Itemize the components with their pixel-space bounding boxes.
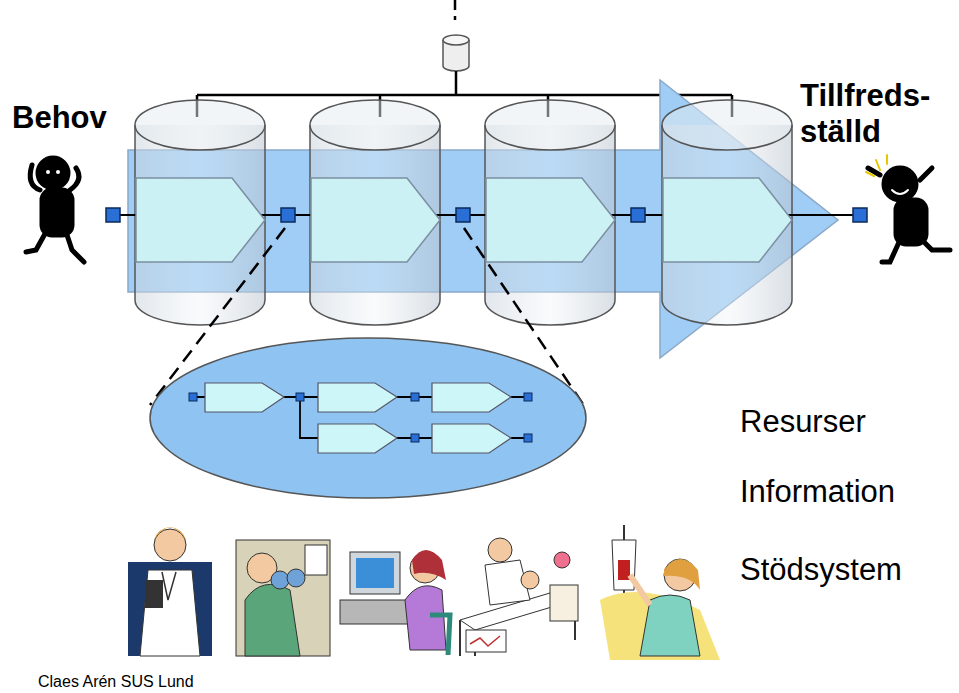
optician-figure xyxy=(236,540,330,656)
label-text: Claes Arén SUS Lund xyxy=(38,673,194,691)
resource-cylinders xyxy=(662,125,792,325)
flow-connectors xyxy=(853,208,867,222)
computer-user-figure xyxy=(340,550,450,655)
nurse-iv-figure xyxy=(600,592,720,660)
flow-connectors xyxy=(631,208,645,222)
sub-process-boxes xyxy=(663,178,792,262)
detail-boxes xyxy=(205,383,511,453)
sub-process-boxes xyxy=(136,178,792,262)
detail-connectors xyxy=(411,393,419,401)
detail-boxes xyxy=(318,383,397,412)
nurse-iv-figure xyxy=(600,525,720,660)
hospital-bed-figure xyxy=(550,585,578,621)
detail-connectors xyxy=(189,393,532,442)
flow-connectors xyxy=(106,208,867,222)
flow-connectors xyxy=(281,208,295,222)
detail-connectors xyxy=(296,393,304,401)
detail-connectors xyxy=(411,434,419,442)
unhappy-figure xyxy=(42,190,72,235)
database-link xyxy=(454,0,457,20)
hospital-bed-figure xyxy=(460,538,578,656)
detail-boxes xyxy=(432,383,511,412)
computer-user-figure xyxy=(350,552,400,594)
hospital-bed-figure xyxy=(488,538,512,562)
computer-user-figure xyxy=(356,558,394,588)
doctor-figure xyxy=(162,572,176,600)
computer-user-figure xyxy=(412,550,446,580)
sub-process-boxes xyxy=(311,178,440,262)
happy-figure xyxy=(866,155,887,176)
resource-cylinders xyxy=(662,100,792,150)
resource-bus xyxy=(197,71,732,117)
resource-cylinders xyxy=(485,100,615,150)
hospital-bed-figure xyxy=(554,552,570,568)
hospital-bed-figure xyxy=(466,630,506,652)
detail-boxes xyxy=(205,383,284,412)
detail-ellipse xyxy=(150,338,586,498)
resource-cylinders xyxy=(485,125,615,325)
database-symbol xyxy=(443,35,469,71)
label-text: Behov xyxy=(12,100,107,136)
label-text: Tillfreds- ställd xyxy=(800,78,930,149)
resource-cylinders xyxy=(135,100,792,325)
label-text: Information xyxy=(740,474,895,510)
detail-boxes xyxy=(318,424,397,453)
nurse-iv-figure xyxy=(630,575,650,605)
doctor-figure xyxy=(140,570,200,656)
unhappy-figure xyxy=(30,165,79,190)
detail-boxes xyxy=(432,424,511,453)
optician-figure xyxy=(305,545,327,575)
optician-figure xyxy=(245,584,300,656)
doctor-figure xyxy=(154,529,186,561)
database-link xyxy=(454,0,457,20)
unhappy-figure xyxy=(56,170,60,174)
doctor-figure xyxy=(128,527,212,656)
hospital-bed-figure xyxy=(521,571,539,589)
flow-connectors xyxy=(456,208,470,222)
label-text: Resurser xyxy=(740,404,866,440)
sub-process-boxes xyxy=(486,178,615,262)
flow-connectors xyxy=(106,208,120,222)
resource-cylinders xyxy=(310,100,440,150)
sub-process-boxes xyxy=(136,178,265,262)
resource-cylinders xyxy=(135,125,265,325)
detail-connectors xyxy=(189,393,197,401)
computer-user-figure xyxy=(430,615,450,655)
unhappy-figure xyxy=(26,158,84,262)
happy-figure xyxy=(884,168,916,200)
optician-figure xyxy=(271,571,289,589)
optician-figure xyxy=(287,569,305,587)
database-symbol xyxy=(443,35,469,45)
process-arrow xyxy=(128,80,838,358)
doctor-figure xyxy=(154,527,186,540)
hospital-bed-figure xyxy=(470,636,500,646)
happy-figure xyxy=(896,200,926,244)
resource-cylinders xyxy=(310,125,440,325)
nurse-iv-figure xyxy=(664,559,700,590)
optician-figure xyxy=(236,540,330,656)
unhappy-figure xyxy=(38,158,68,188)
process-arrow xyxy=(128,80,838,358)
doctor-figure xyxy=(145,580,163,608)
computer-user-figure xyxy=(405,586,446,650)
happy-figure xyxy=(882,240,950,262)
resource-cylinders xyxy=(135,100,265,150)
detail-ellipse xyxy=(150,338,586,498)
detail-connectors xyxy=(524,393,532,401)
unhappy-figure xyxy=(26,232,84,262)
detail-connectors xyxy=(524,434,532,442)
unhappy-figure xyxy=(46,170,50,174)
happy-figure xyxy=(868,168,932,180)
label-text: Stödsystem xyxy=(740,552,902,588)
resource-bus xyxy=(197,71,732,117)
happy-figure xyxy=(892,190,908,194)
happy-figure xyxy=(866,155,950,262)
doctor-figure xyxy=(128,562,212,656)
